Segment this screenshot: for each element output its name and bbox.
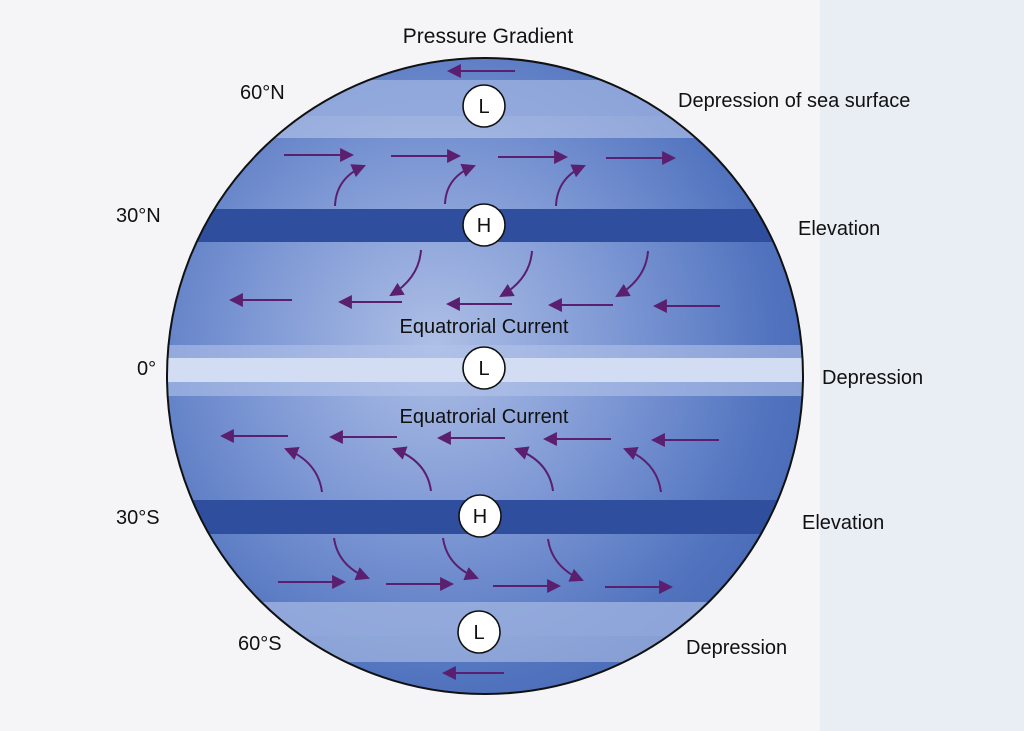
arrow-curve-up-40n-3 bbox=[555, 164, 586, 207]
center-60n: L bbox=[462, 84, 506, 128]
current-label-north: Equatrorial Current bbox=[400, 316, 569, 338]
zone-label-60n: Depression of sea surface bbox=[678, 90, 910, 112]
latitude-label-equator: 0° bbox=[137, 358, 156, 380]
flow-arrows bbox=[219, 64, 720, 680]
zone-label-60s: Depression bbox=[686, 637, 787, 659]
diagram-title: Pressure Gradient bbox=[403, 25, 574, 48]
arrow-curve-up-20s-1 bbox=[284, 446, 323, 493]
arrow-curve-down-20n-3 bbox=[615, 250, 649, 298]
center-eq: L bbox=[462, 346, 506, 390]
latitude-label-60s: 60°S bbox=[238, 633, 282, 655]
page-margin-right bbox=[820, 0, 1024, 731]
arrow-curve-down-40s-1 bbox=[333, 537, 370, 581]
center-30n-label: H bbox=[477, 215, 491, 237]
zone-label-equator: Depression bbox=[822, 367, 923, 389]
latitude-label-30n: 30°N bbox=[116, 205, 161, 227]
center-30n: H bbox=[462, 203, 506, 247]
center-eq-label: L bbox=[478, 358, 489, 380]
pressure-centers: L H L H L bbox=[457, 84, 506, 654]
zone-label-30s: Elevation bbox=[802, 512, 884, 534]
arrow-curve-down-40s-3 bbox=[547, 538, 584, 582]
latitude-label-30s: 30°S bbox=[116, 507, 160, 529]
current-label-south: Equatrorial Current bbox=[400, 406, 569, 428]
arrow-curve-down-20n-1 bbox=[389, 249, 422, 297]
arrow-curve-up-40n-2 bbox=[444, 163, 476, 205]
zone-label-30n: Elevation bbox=[798, 218, 880, 240]
center-60s: L bbox=[457, 610, 501, 654]
arrow-curve-up-20s-2 bbox=[392, 446, 432, 492]
arrow-curve-down-40s-2 bbox=[442, 537, 479, 581]
arrow-curve-up-40n-1 bbox=[334, 164, 366, 207]
center-30s-label: H bbox=[473, 506, 487, 528]
latitude-label-60n: 60°N bbox=[240, 82, 285, 104]
arrow-curve-up-20s-4 bbox=[623, 446, 662, 493]
center-60s-label: L bbox=[473, 622, 484, 644]
center-30s: H bbox=[458, 494, 502, 538]
center-60n-label: L bbox=[478, 96, 489, 118]
arrow-curve-down-20n-2 bbox=[499, 250, 533, 298]
arrow-curve-up-20s-3 bbox=[514, 446, 554, 492]
